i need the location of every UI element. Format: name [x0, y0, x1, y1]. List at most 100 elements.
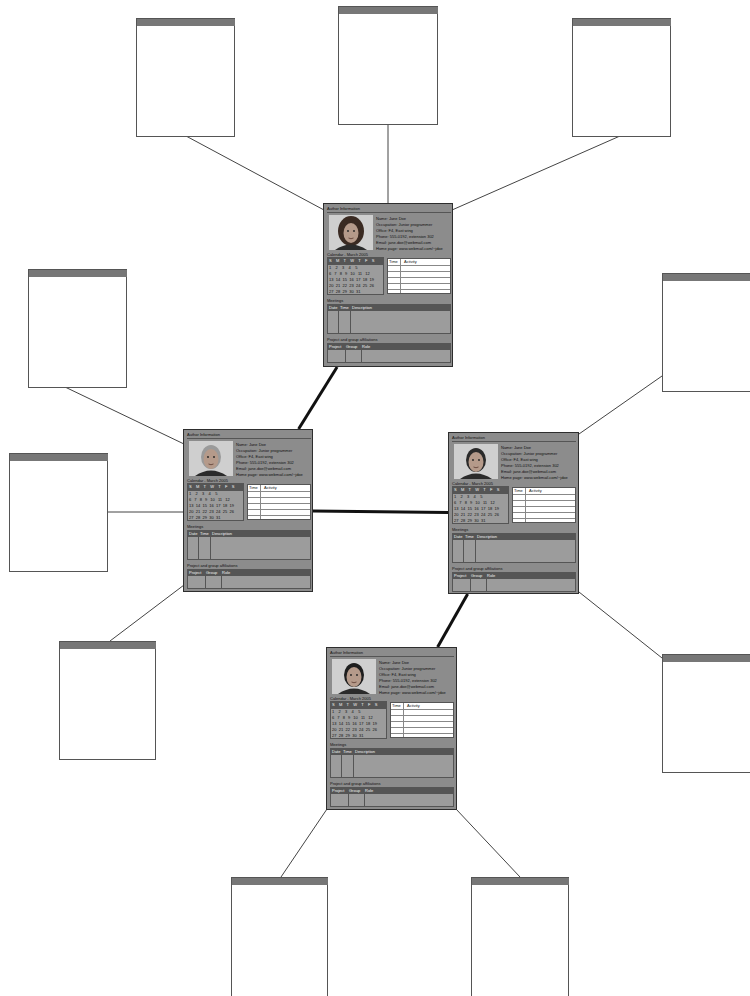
author-card: Author InformationName: Jane DoeOccupati…: [323, 203, 453, 367]
card-text: 13 14 15 16 17 18 19: [332, 721, 377, 726]
card-text: Office: F4, East wing: [379, 672, 416, 677]
card-text: Time: [392, 703, 401, 708]
table-rule: [361, 344, 362, 362]
card-text: 13 14 15 16 17 18 19: [329, 277, 374, 282]
card-text: Activity: [529, 488, 542, 493]
portrait: [189, 441, 233, 476]
table-rule: [470, 573, 471, 591]
card-text: Time: [514, 488, 523, 493]
card-text: Group: [349, 788, 360, 793]
card-text: Role: [222, 570, 230, 575]
card-text: Author Information: [187, 432, 220, 437]
table-rule: [513, 518, 575, 519]
card-text: Description: [212, 531, 232, 536]
projects-table: [327, 343, 451, 363]
card-text: 13 14 15 16 17 18 19: [454, 506, 499, 511]
card-text: Meetings: [187, 524, 203, 529]
card-text: Office: F4, East wing: [501, 457, 538, 462]
card-text: 1 2 3 4 5: [189, 491, 217, 496]
header-rule: [187, 438, 311, 439]
table-rule: [210, 531, 211, 559]
card-text: Name: Jane Doe: [379, 660, 409, 665]
table-rule: [338, 305, 339, 333]
connector: [299, 367, 337, 429]
card-text: Phone: 555-0192, extension 302: [376, 234, 434, 239]
card-text: 1 2 3 4 5: [329, 265, 357, 270]
card-text: 6 7 8 9 10 11 12: [332, 715, 373, 720]
card-text: Calendar - March 2005: [452, 481, 493, 486]
table-rule: [486, 573, 487, 591]
projects-table: [330, 787, 454, 807]
card-text: Project and group affiliations: [187, 563, 237, 568]
table-rule: [513, 494, 575, 495]
card-text: Meetings: [452, 527, 468, 532]
card-text: S M T W T F S: [329, 258, 374, 263]
header-rule: [452, 441, 576, 442]
card-text: Date: [329, 305, 337, 310]
card-text: 27 28 29 30 31: [189, 515, 221, 520]
card-text: Occupation: Junior programmer: [236, 448, 292, 453]
card-text: Home page: www.webmail.com/~jdoe: [376, 246, 443, 251]
card-text: Activity: [404, 259, 417, 264]
card-text: Time: [343, 749, 352, 754]
card-text: 20 21 22 23 24 25 26: [332, 727, 377, 732]
table-rule: [391, 721, 453, 722]
table-rule: [391, 733, 453, 734]
table-rule: [391, 727, 453, 728]
card-text: Name: Jane Doe: [236, 442, 266, 447]
table-rule: [221, 570, 222, 588]
table-rule: [463, 534, 464, 562]
table-rule: [388, 289, 450, 290]
table-rule: [513, 500, 575, 501]
card-text: Time: [249, 485, 258, 490]
card-text: Home page: www.webmail.com/~jdoe: [236, 472, 303, 477]
card-text: Home page: www.webmail.com/~jdoe: [379, 690, 446, 695]
card-text: Author Information: [452, 435, 485, 440]
card-text: Occupation: Junior programmer: [376, 222, 432, 227]
table-rule: [350, 305, 351, 333]
table-rule: [388, 265, 450, 266]
table-rule: [198, 531, 199, 559]
card-text: 27 28 29 30 31: [454, 518, 486, 523]
card-text: Office: F4, East wing: [376, 228, 413, 233]
table-rule: [391, 709, 453, 710]
table-rule: [513, 512, 575, 513]
card-text: Group: [471, 573, 482, 578]
card-text: Role: [365, 788, 373, 793]
card-text: 20 21 22 23 24 25 26: [329, 283, 374, 288]
card-text: Email: jane.doe@webmail.com: [376, 240, 431, 245]
author-card: Author InformationName: Jane DoeOccupati…: [448, 432, 579, 594]
card-text: Project and group affiliations: [452, 566, 502, 571]
card-text: Meetings: [327, 298, 343, 303]
card-text: 13 14 15 16 17 18 19: [189, 503, 234, 508]
card-text: Time: [340, 305, 349, 310]
card-text: 20 21 22 23 24 25 26: [454, 512, 499, 517]
portrait: [454, 444, 498, 479]
card-text: Role: [487, 573, 495, 578]
card-text: Project: [329, 344, 341, 349]
table-rule: [260, 485, 261, 519]
author-photo: [329, 215, 373, 250]
table-rule: [475, 534, 476, 562]
card-text: Project: [454, 573, 466, 578]
card-text: Name: Jane Doe: [376, 216, 406, 221]
connector: [438, 594, 468, 647]
card-text: Project and group affiliations: [330, 781, 380, 786]
card-text: 1 2 3 4 5: [332, 709, 360, 714]
card-text: Email: jane.doe@webmail.com: [379, 684, 434, 689]
card-text: 6 7 8 9 10 11 12: [454, 500, 495, 505]
author-card: Author InformationName: Jane DoeOccupati…: [183, 429, 313, 592]
card-text: 27 28 29 30 31: [329, 289, 361, 294]
card-text: Time: [200, 531, 209, 536]
table-rule: [341, 749, 342, 777]
table-rule: [364, 788, 365, 806]
card-text: Group: [346, 344, 357, 349]
header-rule: [327, 212, 451, 213]
card-text: S M T W T F S: [454, 487, 499, 492]
table-rule: [403, 703, 404, 737]
card-text: Calendar - March 2005: [327, 252, 368, 257]
card-text: Author Information: [330, 650, 363, 655]
table-rule: [248, 509, 310, 510]
card-text: Activity: [407, 703, 420, 708]
